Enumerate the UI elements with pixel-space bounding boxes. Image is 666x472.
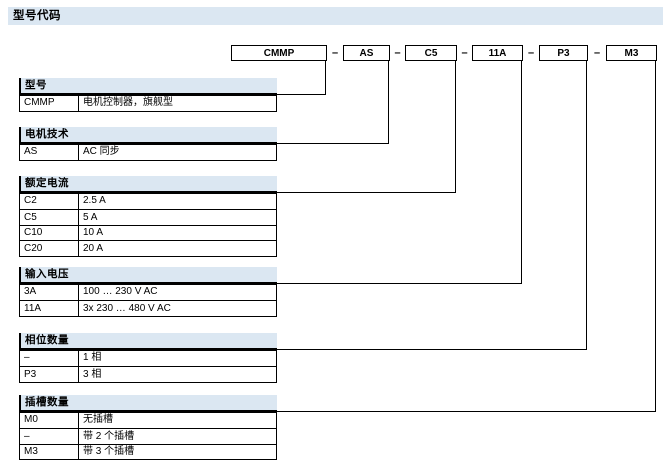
header-underline — [19, 348, 277, 351]
table-header: 电机技术 — [19, 127, 277, 142]
connector-horizontal-3 — [276, 283, 523, 285]
table-header: 型号 — [19, 78, 277, 93]
section-title-bar: 型号代码 — [8, 7, 663, 25]
code-separator: – — [461, 47, 468, 59]
table-row: C20 20 A — [20, 240, 276, 256]
header-underline — [19, 410, 277, 413]
page-title: 型号代码 — [13, 10, 61, 22]
table-rows: 3A 100 … 230 V AC 11A 3x 230 … 480 V AC — [19, 284, 277, 317]
code-cell: C2 — [20, 193, 79, 210]
code-separator: – — [593, 47, 601, 59]
table-header: 额定电流 — [19, 176, 277, 191]
table-row: C2 2.5 A — [20, 193, 276, 210]
connector-vertical-0 — [325, 60, 327, 96]
legend-table-0: 型号 CMMP 电机控制器，旗舰型 — [19, 78, 277, 113]
code-cell: C20 — [20, 241, 79, 256]
connector-horizontal-5 — [276, 411, 657, 413]
table-header: 插槽数量 — [19, 395, 277, 410]
connector-vertical-4 — [586, 60, 588, 351]
description-cell: 10 A — [83, 227, 104, 239]
code-box-2: C5 — [405, 45, 457, 61]
code-cell: – — [20, 429, 79, 444]
connector-vertical-3 — [521, 60, 523, 285]
code-cell: – — [20, 350, 79, 367]
legend-table-3: 输入电压 3A 100 … 230 V AC 11A 3x 230 … 480 V AC — [19, 267, 277, 317]
code-separator: – — [331, 47, 339, 59]
code-separator: – — [394, 47, 401, 59]
legend-table-2: 额定电流 C2 2.5 A C5 5 A C10 10 A C20 20 A — [19, 176, 277, 257]
code-cell: M3 — [20, 444, 79, 460]
table-header: 输入电压 — [19, 267, 277, 282]
code-box-4: P3 — [539, 45, 588, 61]
code-cell: AS — [20, 144, 79, 161]
table-row: CMMP 电机控制器，旗舰型 — [20, 95, 276, 112]
code-cell: 11A — [20, 301, 79, 316]
code-cell: P3 — [20, 367, 79, 382]
connector-vertical-1 — [388, 60, 390, 145]
code-box-0: CMMP — [231, 45, 327, 61]
code-cell: 3A — [20, 284, 79, 301]
code-box-1: AS — [343, 45, 390, 61]
table-rows: C2 2.5 A C5 5 A C10 10 A C20 20 A — [19, 193, 277, 257]
description-cell: 带 2 个插槽 — [83, 430, 135, 442]
table-rows: AS AC 同步 — [19, 144, 277, 162]
legend-table-1: 电机技术 AS AC 同步 — [19, 127, 277, 162]
description-cell: 无插槽 — [83, 414, 113, 426]
connector-vertical-5 — [655, 60, 657, 413]
code-box-5: M3 — [606, 45, 657, 61]
connector-horizontal-4 — [276, 349, 588, 351]
code-cell: CMMP — [20, 95, 79, 112]
header-underline — [19, 93, 277, 96]
connector-vertical-2 — [455, 60, 457, 194]
description-cell: 带 3 个插槽 — [83, 446, 135, 458]
table-row: AS AC 同步 — [20, 144, 276, 161]
connector-horizontal-1 — [276, 143, 390, 145]
table-row: M3 带 3 个插槽 — [20, 443, 276, 460]
header-underline — [19, 282, 277, 285]
code-cell: C10 — [20, 225, 79, 241]
connector-horizontal-2 — [276, 192, 457, 194]
table-row: C5 5 A — [20, 209, 276, 225]
description-cell: 2.5 A — [83, 195, 106, 207]
table-row: 3A 100 … 230 V AC — [20, 284, 276, 301]
description-cell: 1 相 — [83, 352, 102, 364]
table-row: –带 2 个插槽 — [20, 428, 276, 444]
description-cell: 3x 230 … 480 V AC — [83, 302, 171, 314]
description-cell: AC 同步 — [83, 146, 120, 158]
description-cell: 20 A — [83, 242, 104, 254]
description-cell: 3 相 — [83, 368, 102, 380]
table-row: –1 相 — [20, 350, 276, 367]
table-rows: CMMP 电机控制器，旗舰型 — [19, 95, 277, 113]
description-cell: 电机控制器，旗舰型 — [83, 97, 173, 109]
table-row: M0 无插槽 — [20, 412, 276, 429]
code-cell: M0 — [20, 412, 79, 429]
code-cell: C5 — [20, 210, 79, 225]
table-row: C10 10 A — [20, 224, 276, 241]
header-underline — [19, 191, 277, 194]
code-separator: – — [527, 47, 535, 59]
table-row: P3 3 相 — [20, 366, 276, 382]
code-box-3: 11A — [472, 45, 523, 61]
connector-horizontal-0 — [276, 94, 327, 96]
description-cell: 100 … 230 V AC — [83, 286, 158, 298]
description-cell: 5 A — [83, 211, 98, 223]
table-row: 11A 3x 230 … 480 V AC — [20, 300, 276, 316]
table-header: 相位数量 — [19, 333, 277, 348]
header-underline — [19, 142, 277, 145]
